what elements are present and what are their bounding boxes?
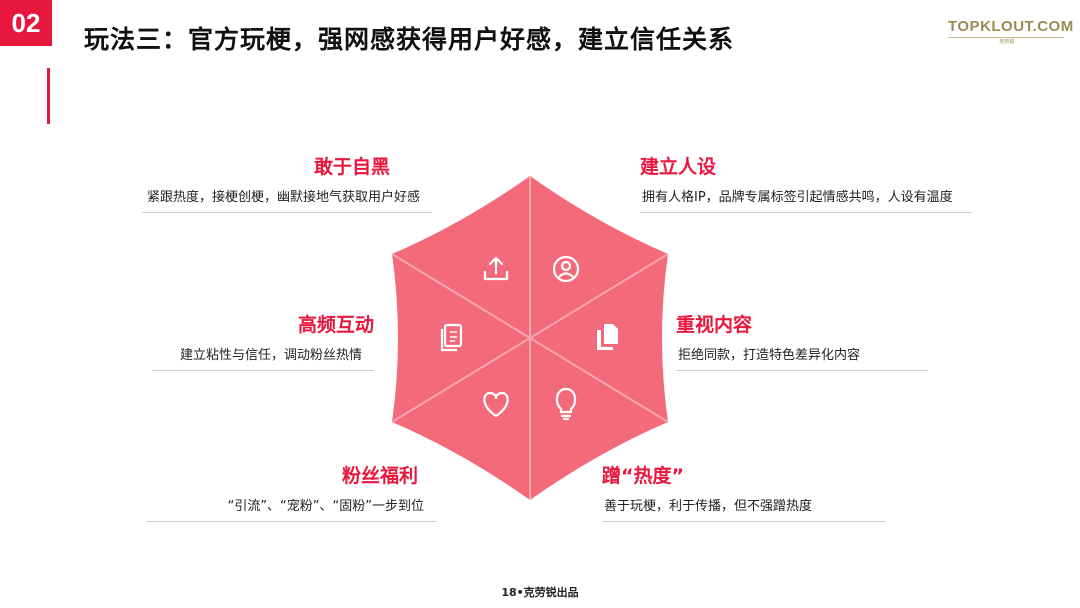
item-high-interaction: 高频互动 建立粘性与信任，调动粉丝热情 <box>152 313 374 371</box>
brand-logo: TOPKLOUT.COM ·克劳锐 <box>948 18 1074 46</box>
item-description: “引流”、“宠粉”、“固粉”一步到位 <box>146 498 436 522</box>
accent-bar <box>47 68 50 124</box>
logo-tagline: ·克劳锐 <box>948 37 1064 46</box>
heart-icon <box>483 391 509 418</box>
footer-credit: 18•克劳锐出品 <box>501 586 579 599</box>
sector-dividers <box>391 176 669 500</box>
document-icon <box>440 323 463 352</box>
item-description: 建立粘性与信任，调动粉丝热情 <box>152 347 374 371</box>
item-fan-benefits: 粉丝福利 “引流”、“宠粉”、“固粉”一步到位 <box>146 464 436 522</box>
item-description: 拥有人格IP，品牌专属标签引起情感共鸣，人设有温度 <box>640 189 972 213</box>
item-ride-trends: 蹭“热度” 善于玩梗，利于传播，但不强蹭热度 <box>602 464 886 522</box>
item-heading: 建立人设 <box>640 156 717 178</box>
hexagon-diagram <box>391 176 669 500</box>
lightbulb-icon <box>555 387 577 421</box>
item-heading: 重视内容 <box>676 314 753 336</box>
item-heading: 蹭“热度” <box>602 465 684 487</box>
item-build-persona: 建立人设 拥有人格IP，品牌专属标签引起情感共鸣，人设有温度 <box>640 155 972 213</box>
item-description: 善于玩梗，利于传播，但不强蹭热度 <box>602 498 886 522</box>
item-description: 紧跟热度，接梗创梗，幽默接地气获取用户好感 <box>142 189 432 213</box>
section-number-badge: 02 <box>0 0 52 46</box>
item-heading: 粉丝福利 <box>341 465 418 487</box>
item-self-deprecation: 敢于自黑 紧跟热度，接梗创梗，幽默接地气获取用户好感 <box>142 155 432 213</box>
item-heading: 高频互动 <box>297 314 374 336</box>
upload-icon <box>483 256 509 281</box>
logo-wordmark: TOPKLOUT.COM <box>948 18 1074 35</box>
user-circle-icon <box>552 255 580 283</box>
page-title: 玩法三：官方玩梗，强网感获得用户好感，建立信任关系 <box>84 25 735 54</box>
item-heading: 敢于自黑 <box>313 156 390 178</box>
item-value-content: 重视内容 拒绝同款，打造特色差异化内容 <box>676 313 928 371</box>
item-description: 拒绝同款，打造特色差异化内容 <box>676 347 928 371</box>
copy-icon <box>597 324 618 350</box>
